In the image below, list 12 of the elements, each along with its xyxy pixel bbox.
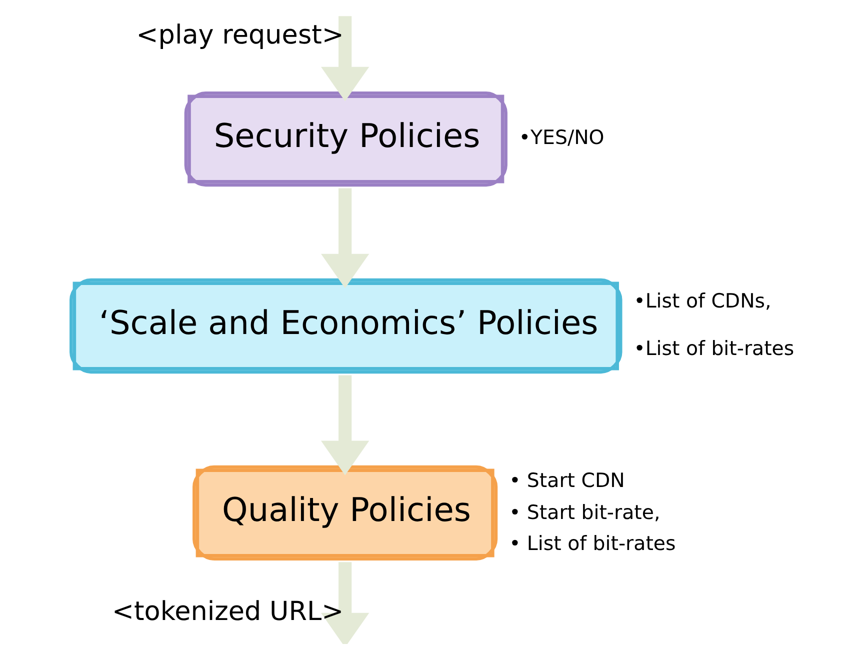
node-label: • List of bit-rates	[508, 532, 676, 556]
node-label: •YES/NO	[518, 126, 604, 150]
arrow	[320, 16, 369, 102]
arrow	[320, 375, 369, 476]
node-label: • Start CDN	[508, 468, 624, 492]
edge-label: <play request>	[136, 20, 344, 51]
edge-label: <tokenized URL>	[112, 596, 344, 627]
node-label: •List of bit-rates	[633, 336, 794, 360]
node-label: • Start bit-rate,	[508, 500, 660, 524]
node-label: •List of CDNs,	[633, 289, 771, 312]
arrow	[320, 562, 369, 644]
arrow	[320, 188, 369, 288]
